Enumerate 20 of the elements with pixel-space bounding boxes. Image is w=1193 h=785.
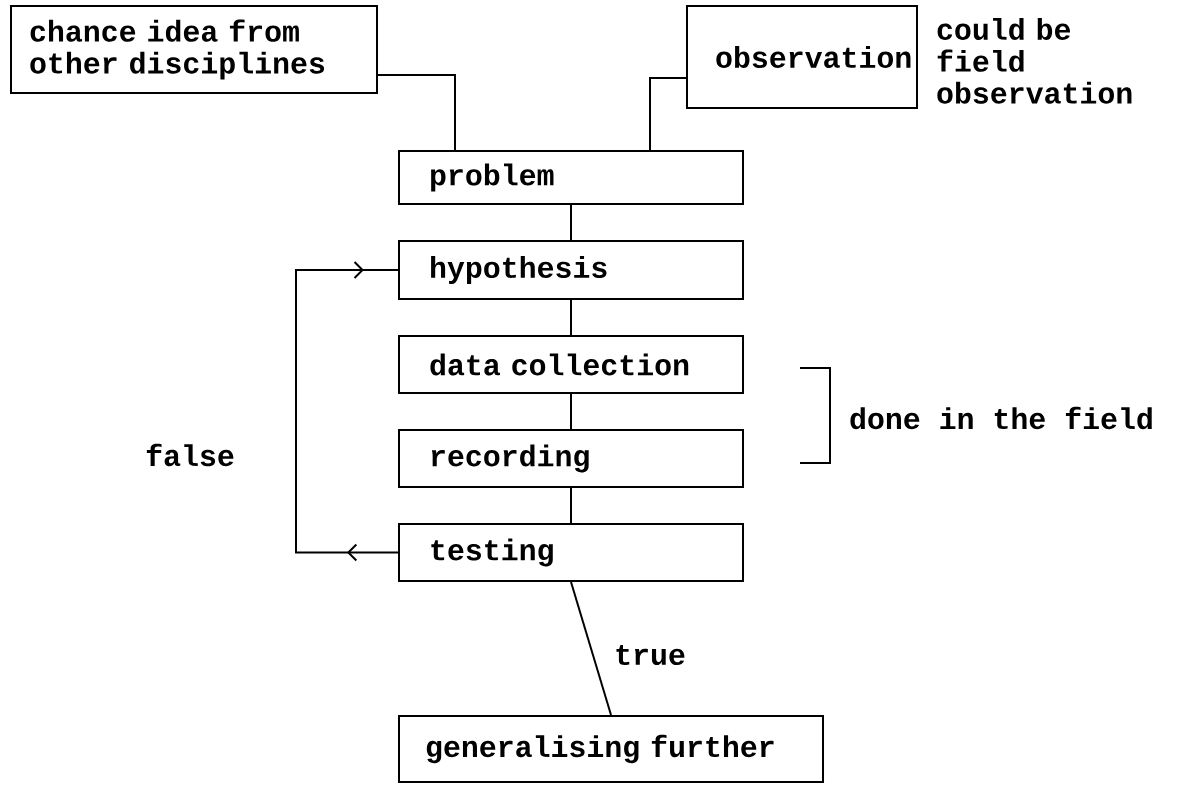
edge-label: false [143,441,237,469]
process-box: data collection [398,335,744,394]
note: done in the field [850,406,1152,430]
connector [377,74,456,151]
connector [570,204,572,241]
connector [570,299,572,336]
connector [570,581,612,716]
connector [649,77,687,151]
process-box: chance idea from other disciplines [10,5,378,94]
process-box: recording [398,429,744,488]
connector [570,487,572,524]
process-box: generalising further [398,715,824,783]
side-note: could be field observation [937,18,1132,104]
process-box: testing [398,523,744,582]
process-box: problem [398,150,744,205]
process-box: observation [686,5,918,109]
connector [295,261,399,562]
process-box: hypothesis [398,240,744,300]
edge-label: true [612,642,688,668]
connector [570,393,572,430]
